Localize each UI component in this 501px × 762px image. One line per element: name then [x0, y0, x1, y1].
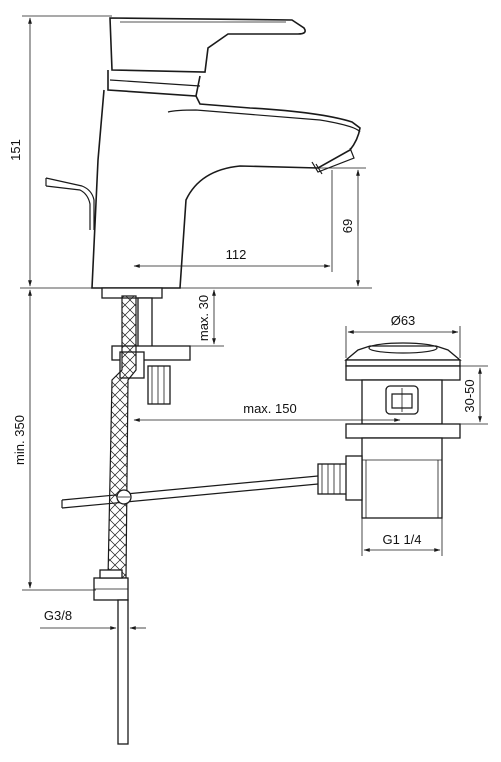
dim-waste-thread: G1 1/4: [382, 532, 421, 547]
pull-rod: [61, 475, 319, 509]
dim-max-rod-length: max. 150: [243, 401, 296, 416]
flexible-hose: [93, 295, 137, 745]
dim-spout-reach: 112: [226, 247, 247, 262]
dim-inlet-thread: G3/8: [44, 608, 72, 623]
dim-min-hose-length: min. 350: [12, 415, 27, 465]
pop-up-waste: [317, 342, 462, 519]
dim-aerator-height: 69: [340, 219, 355, 233]
dim-max-deck-thickness: max. 30: [196, 295, 211, 341]
faucet-body: [45, 17, 361, 289]
dim-waste-deck-range: 30-50: [462, 379, 477, 412]
dimension-lines: [22, 15, 488, 636]
dim-total-height: 151: [8, 139, 23, 161]
dim-waste-diameter: Ø63: [391, 313, 416, 328]
